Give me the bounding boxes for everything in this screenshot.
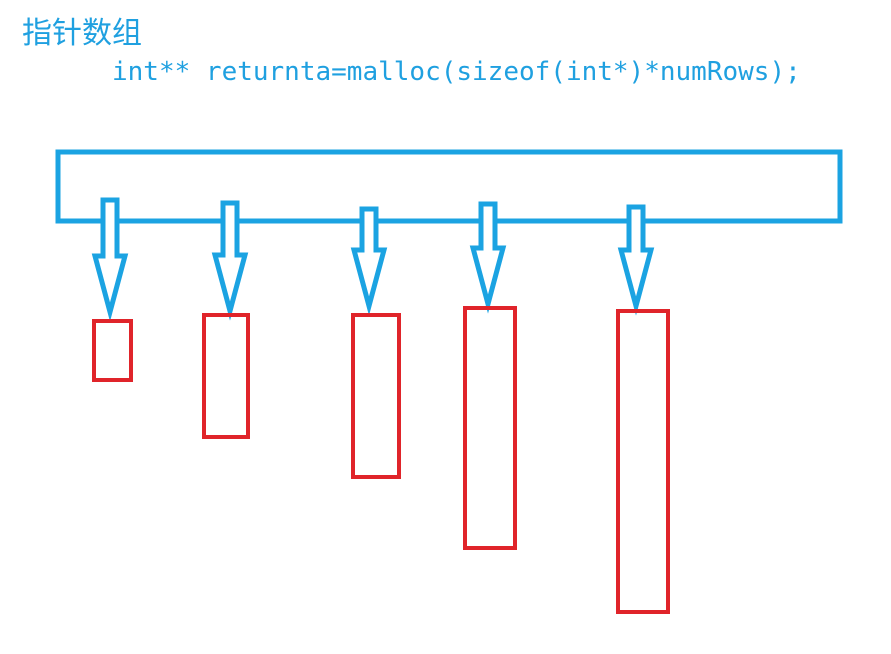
row-block: [463, 306, 517, 550]
down-arrow-icon: [469, 201, 507, 314]
down-arrow-icon: [617, 204, 655, 316]
code-line: int** returnta=malloc(sizeof(int*)*numRo…: [112, 57, 801, 87]
arrow-group: [91, 197, 655, 322]
row-block-group: [92, 306, 670, 614]
down-arrow-icon: [91, 197, 129, 322]
diagram-title: 指针数组: [22, 16, 142, 51]
row-block: [351, 313, 401, 479]
down-arrow-icon: [211, 200, 249, 321]
down-arrow-icon: [350, 206, 388, 316]
pointer-array-box: [55, 149, 843, 224]
row-block: [616, 309, 670, 614]
row-block: [202, 313, 250, 439]
row-block: [92, 319, 133, 382]
